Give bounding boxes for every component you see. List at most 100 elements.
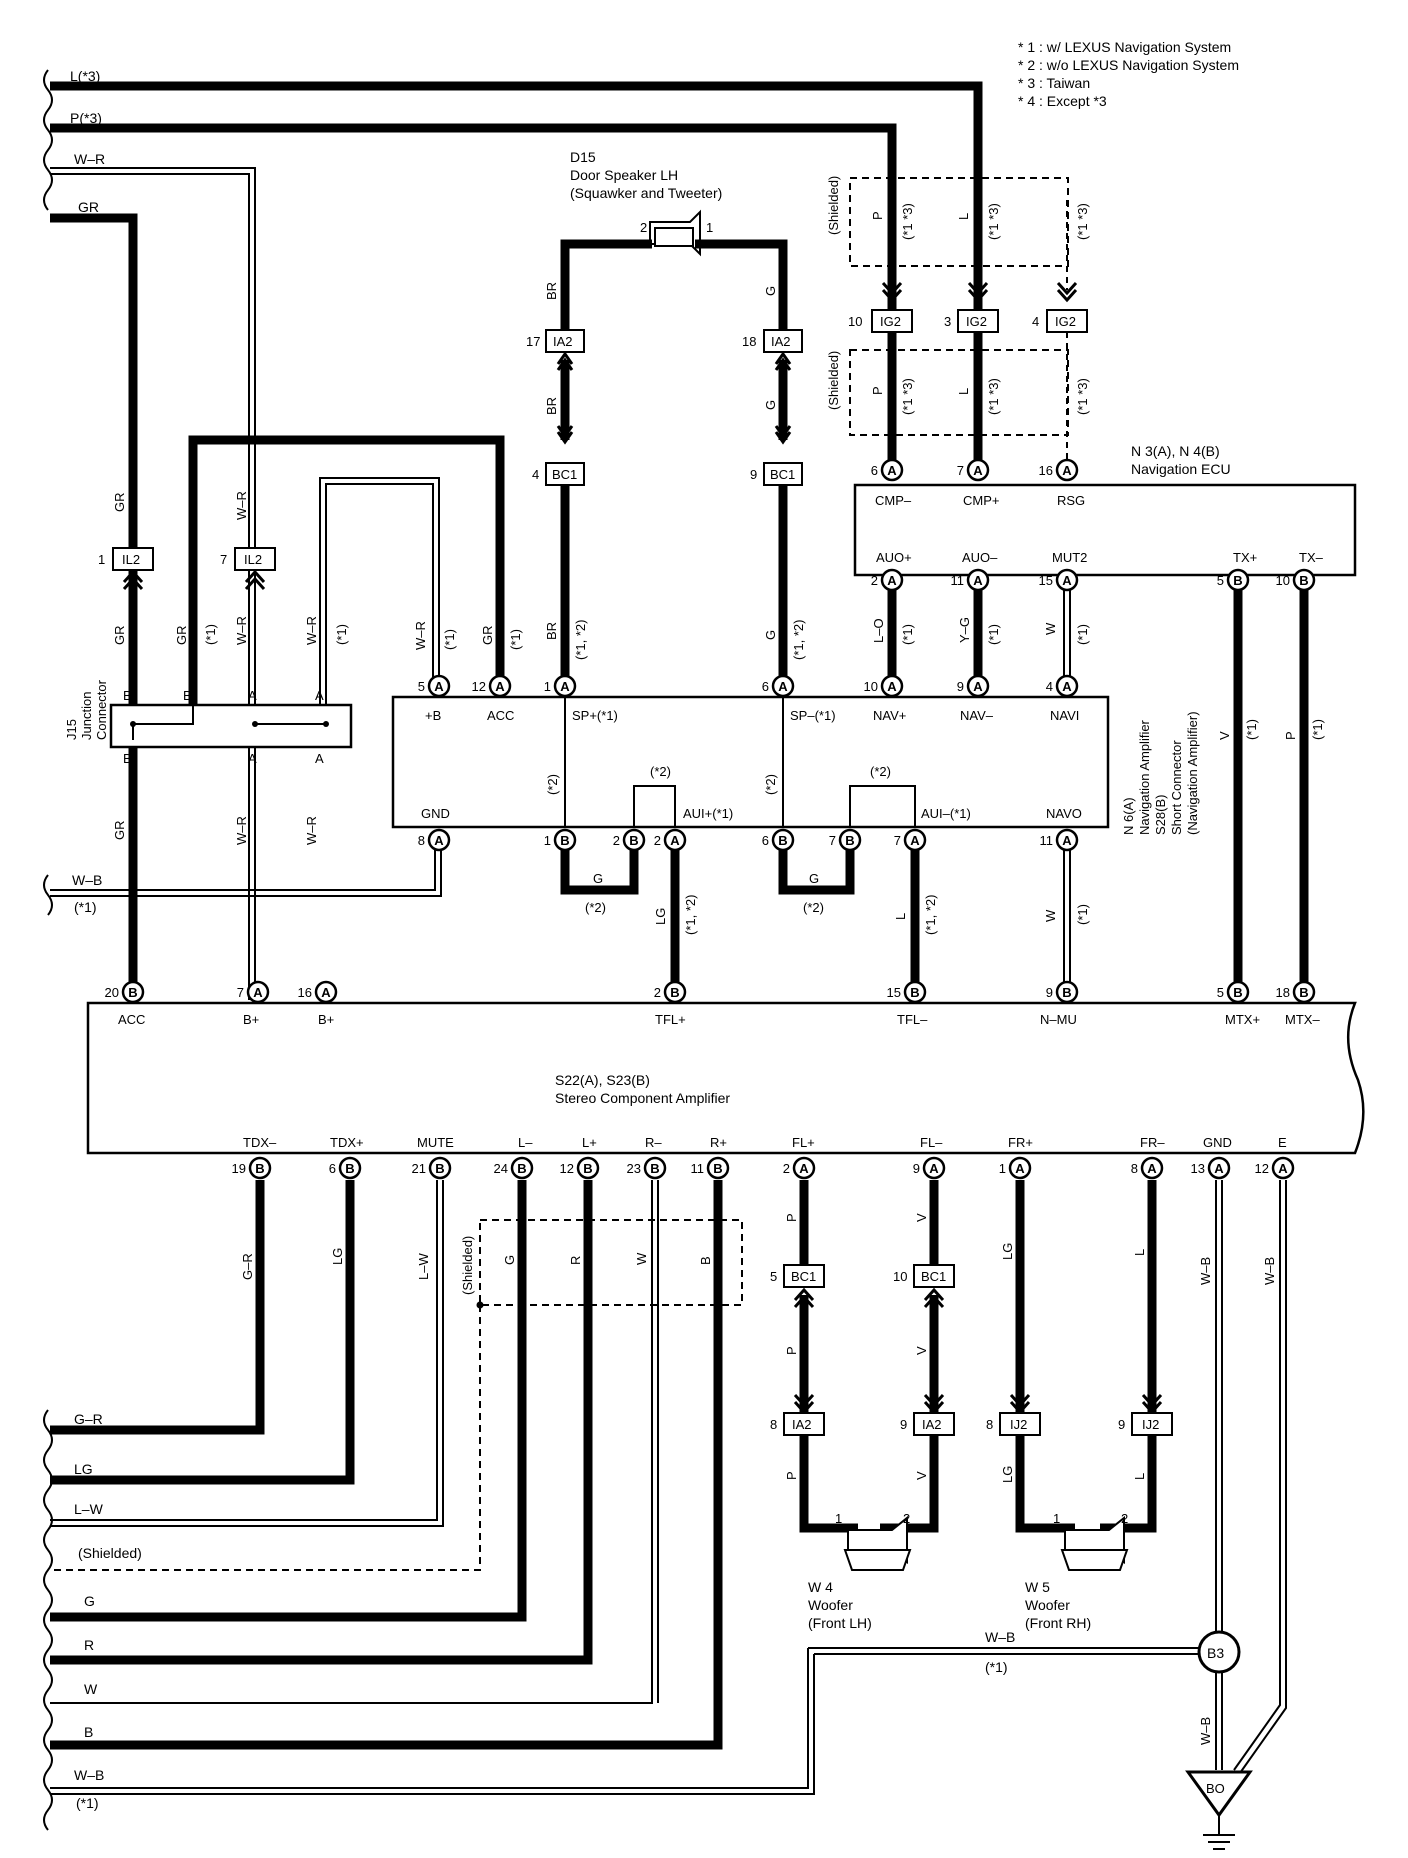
pin-number: 11	[951, 573, 965, 588]
wire-label-g-3: G	[763, 630, 778, 640]
svg-text:NAVI: NAVI	[1050, 708, 1079, 723]
pin-number: 6	[329, 1161, 336, 1176]
svg-text:W–B: W–B	[985, 1629, 1015, 1645]
svg-text:A: A	[315, 688, 324, 703]
woofer-wires	[799, 1180, 1157, 1533]
svg-text:J15: J15	[64, 719, 79, 740]
svg-text:TFL–: TFL–	[897, 1012, 928, 1027]
wire-p3	[50, 123, 897, 300]
svg-text:LG: LG	[1000, 1243, 1015, 1260]
svg-text:(Navigation Amplifier): (Navigation Amplifier)	[1185, 711, 1200, 835]
label-gr: GR	[78, 199, 99, 215]
svg-text:TDX+: TDX+	[330, 1135, 364, 1150]
pin-letter: A	[1214, 1161, 1224, 1176]
pin-number: 21	[412, 1161, 426, 1176]
pin-letter: A	[1062, 679, 1072, 694]
pin-circle: A2	[783, 1156, 816, 1180]
pin-letter: A	[887, 679, 897, 694]
svg-text:1: 1	[835, 1511, 842, 1526]
svg-text:MUTE: MUTE	[417, 1135, 454, 1150]
svg-text:L–O: L–O	[871, 618, 886, 643]
conn-il2-1: IL2	[122, 552, 140, 567]
svg-text:(*1 *3): (*1 *3)	[900, 203, 915, 240]
d15-pin-2: 2	[640, 220, 647, 235]
wire-label-br-2: BR	[544, 397, 559, 415]
pin-circle: A1	[544, 674, 577, 698]
pin-number: 5	[1217, 985, 1224, 1000]
pin-circle: B21	[412, 1156, 452, 1180]
svg-text:9: 9	[900, 1417, 907, 1432]
svg-text:(*2): (*2)	[870, 764, 891, 779]
label-wr: W–R	[74, 151, 105, 167]
svg-text:FR–: FR–	[1140, 1135, 1165, 1150]
svg-text:AUI+(*1): AUI+(*1)	[683, 806, 733, 821]
svg-text:W–B: W–B	[1198, 1257, 1213, 1285]
svg-text:AUO–: AUO–	[962, 550, 998, 565]
pin-letter: B	[1299, 573, 1308, 588]
pin-letter: A	[929, 1161, 939, 1176]
pin-circle: A2	[871, 568, 904, 592]
pin-number: 9	[1046, 985, 1053, 1000]
wire-label-g: G	[763, 286, 778, 296]
svg-text:(*2): (*2)	[585, 900, 606, 915]
svg-text:(*1): (*1)	[508, 629, 523, 650]
pin-letter: B	[1233, 573, 1242, 588]
left-break-marks	[43, 69, 53, 1831]
svg-text:IJ2: IJ2	[1142, 1417, 1159, 1432]
svg-text:(*1, *2): (*1, *2)	[683, 895, 698, 935]
pin-letter: A	[495, 679, 505, 694]
svg-text:(*1): (*1)	[1244, 719, 1259, 740]
pin-circle: A7	[894, 828, 927, 852]
pin-number: 15	[1039, 573, 1053, 588]
svg-text:TFL+: TFL+	[655, 1012, 686, 1027]
pin-letter: B	[583, 1161, 592, 1176]
svg-text:MUT2: MUT2	[1052, 550, 1087, 565]
svg-text:MTX+: MTX+	[1225, 1012, 1260, 1027]
pin-circle: B19	[232, 1156, 272, 1180]
pin-number: 5	[1217, 573, 1224, 588]
svg-text:GR: GR	[112, 493, 127, 513]
svg-text:B: B	[123, 688, 132, 703]
pin-number: 15	[887, 985, 901, 1000]
conn-ia2-17: IA2	[553, 334, 573, 349]
pin-number: 2	[871, 573, 878, 588]
svg-text:W: W	[1043, 622, 1058, 635]
svg-text:8: 8	[986, 1417, 993, 1432]
pin-circle: B9	[1046, 980, 1079, 1004]
pin-circle: B6	[329, 1156, 362, 1180]
pin-circle: A7	[237, 980, 270, 1004]
label-p3: P(*3)	[70, 110, 102, 126]
nav-ecu-name: Navigation ECU	[1131, 461, 1231, 477]
pin-number: 7	[237, 985, 244, 1000]
pin-circle: A11	[1040, 828, 1079, 852]
svg-text:L: L	[1132, 1249, 1147, 1256]
pin-number: 2	[654, 833, 661, 848]
svg-text:BC1: BC1	[921, 1269, 946, 1284]
svg-text:(*1): (*1)	[900, 624, 915, 645]
svg-text:L–: L–	[518, 1135, 533, 1150]
svg-text:1: 1	[1053, 1511, 1060, 1526]
svg-text:ACC: ACC	[487, 708, 514, 723]
pin-letter: B	[713, 1161, 722, 1176]
bo-ground: BO	[1185, 1770, 1253, 1818]
d15-code: D15	[570, 149, 596, 165]
svg-text:(*1 *3): (*1 *3)	[900, 378, 915, 415]
nav-amp: +B ACC SP+(*1) SP–(*1) NAV+ NAV– NAVI GN…	[391, 695, 1110, 829]
svg-text:N 6(A): N 6(A)	[1121, 797, 1136, 835]
pin-number: 6	[762, 833, 769, 848]
svg-text:7: 7	[220, 552, 227, 567]
pin-number: 7	[829, 833, 836, 848]
pin-number: 4	[1046, 679, 1053, 694]
pin-number: 2	[783, 1161, 790, 1176]
svg-text:(*1): (*1)	[74, 899, 97, 915]
svg-text:B: B	[123, 751, 132, 766]
conn-ig2-10: IG2	[880, 314, 901, 329]
pin-letter: A	[434, 833, 444, 848]
wire-label-g-2: G	[763, 400, 778, 410]
pin-circle: B18	[1276, 980, 1316, 1004]
svg-text:(*1): (*1)	[203, 624, 218, 645]
d15-pin-1: 1	[706, 220, 713, 235]
nav-amp-left-labels: W–R (*1) GR (*1) W–B (*1)	[72, 621, 523, 915]
svg-text:18: 18	[742, 334, 756, 349]
